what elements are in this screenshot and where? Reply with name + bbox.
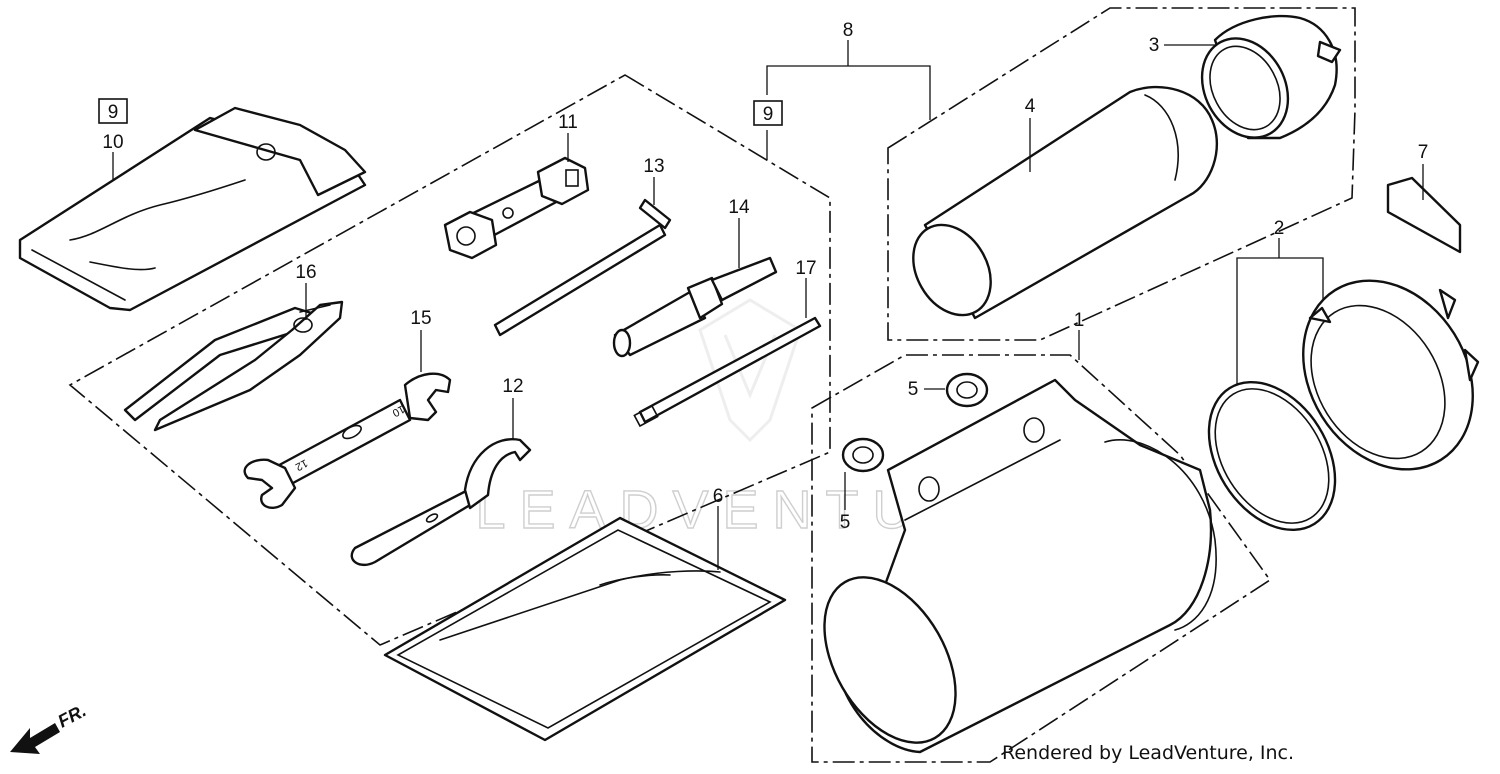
callout-9: 9 [108,102,119,123]
render-credit: Rendered by LeadVenture, Inc. [1002,742,1295,764]
callout-6: 6 [713,486,724,507]
callout-3: 3 [1149,35,1160,56]
case-group-outline [811,354,1272,763]
label-part [1386,176,1462,254]
callout-13: 13 [643,156,664,177]
front-direction-indicator: FR. [10,700,89,754]
callout-2: 2 [1274,218,1285,239]
hex-key-part [493,198,672,337]
leader-lines [112,44,1424,570]
grommet-part [945,372,989,408]
front-arrow-icon [10,723,60,754]
cap-part [1200,14,1342,140]
hook-spanner-part [350,438,532,567]
callout-5: 5 [908,379,919,400]
callout-17: 17 [795,258,816,279]
callouts: 9 10 9 8 3 4 7 2 1 5 5 11 13 14 17 16 15… [98,20,1429,533]
callout-16: 16 [295,262,316,283]
callout-12: 12 [502,376,523,397]
grommet-part [841,437,885,473]
pliers-part [123,300,344,432]
callout-5: 5 [840,512,851,533]
callout-4: 4 [1025,96,1036,117]
bracket-8 [766,40,931,160]
socket-wrench-part [443,156,590,260]
callout-7: 7 [1418,142,1429,163]
callout-9: 9 [763,104,774,125]
holder-group-outline [887,7,1356,341]
screwdriver-handle-part [612,256,778,358]
callout-9-box [753,100,783,126]
callout-9-box [98,98,128,124]
screwdriver-part [633,316,822,428]
tool-bag-part [18,106,367,312]
callout-15: 15 [410,308,431,329]
callout-10: 10 [102,132,123,153]
callout-8: 8 [843,20,854,41]
front-label: FR. [54,700,89,731]
callout-1: 1 [1074,310,1085,331]
open-end-wrench-part: 12 10 [243,372,452,509]
bracket-2 [1236,238,1324,385]
case-part [823,378,1217,754]
callout-11: 11 [558,112,578,133]
wrench-size-a: 12 [293,456,309,472]
callout-14: 14 [728,197,750,218]
gasket-part [1207,380,1337,532]
tube-part [912,85,1218,320]
watermark-logo-icon [698,298,802,443]
wrench-size-b: 10 [390,402,406,418]
ring-nut-part [1302,279,1480,471]
document-bag-part [383,516,787,742]
